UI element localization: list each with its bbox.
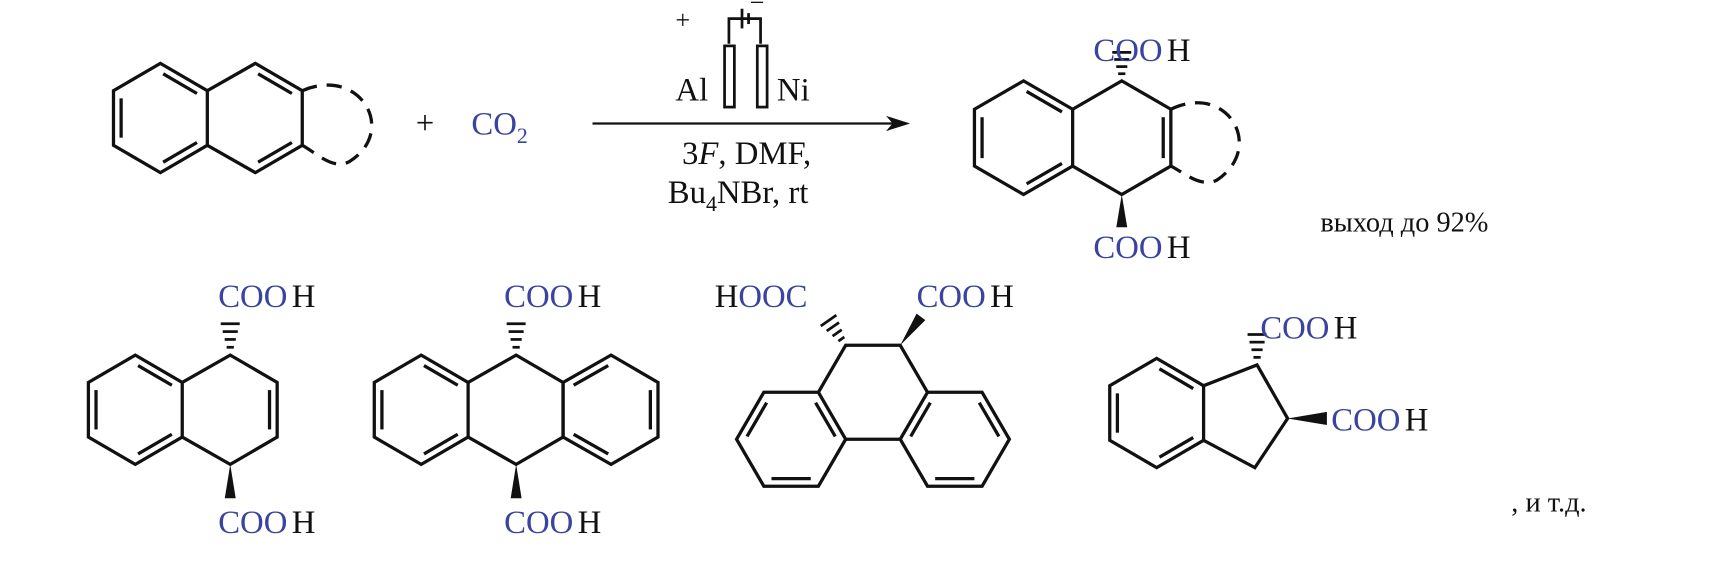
hashed-bond (1112, 50, 1132, 76)
double-bond-line (137, 364, 173, 387)
product-dicarboxylic-acid (972, 50, 1241, 228)
example-dihydroanthracene (372, 322, 660, 499)
double-bond-line (423, 364, 459, 387)
anode-sign: + (675, 5, 690, 34)
plus-sign: + (416, 105, 434, 141)
double-bond-line (1158, 367, 1195, 390)
example-indane (1108, 333, 1327, 470)
hashed-bond (1247, 333, 1267, 359)
double-bond-line (1025, 162, 1063, 186)
electrolysis-cell-icon (723, 8, 769, 109)
double-bond-line (814, 401, 837, 438)
cathode-label: Ni (777, 73, 810, 109)
co2-label: CO2 (471, 106, 527, 148)
example-dihydrophenanthrene (734, 313, 1012, 488)
hooc-label: HOOC (715, 279, 808, 315)
double-bond-line (572, 432, 610, 456)
double-bond-line (977, 401, 1001, 438)
hash-stroke (831, 328, 843, 338)
double-bond-line (137, 432, 173, 456)
double-bond-line (1025, 90, 1063, 114)
conditions-line-1: 3F, DMF, (682, 136, 811, 172)
double-bond-line (909, 401, 932, 438)
double-bond-line (745, 401, 769, 438)
example-dihydronaphthalene (86, 322, 279, 499)
hashed-bond (220, 322, 240, 349)
yield-text: выход до 92% (1320, 208, 1488, 239)
double-bond-line (423, 432, 459, 456)
hash-stroke (820, 314, 838, 328)
hashed-bond (506, 322, 526, 349)
double-bond-line (257, 141, 293, 164)
hash-stroke (825, 321, 840, 333)
reaction-arrow (592, 115, 911, 132)
double-bond-line (1158, 436, 1195, 459)
conditions-line-2: Bu4NBr, rt (668, 175, 809, 216)
double-bond-line (162, 141, 198, 164)
reactant-arene (111, 61, 374, 175)
double-bond-line (572, 364, 610, 387)
cathode-sign: − (750, 0, 765, 17)
etc-text: , и т.д. (1511, 487, 1586, 518)
double-bond-line (257, 72, 293, 95)
anode-label: Al (675, 73, 708, 109)
hashed-bond (820, 314, 846, 343)
hash-stroke (837, 335, 846, 343)
double-bond-line (162, 72, 198, 95)
